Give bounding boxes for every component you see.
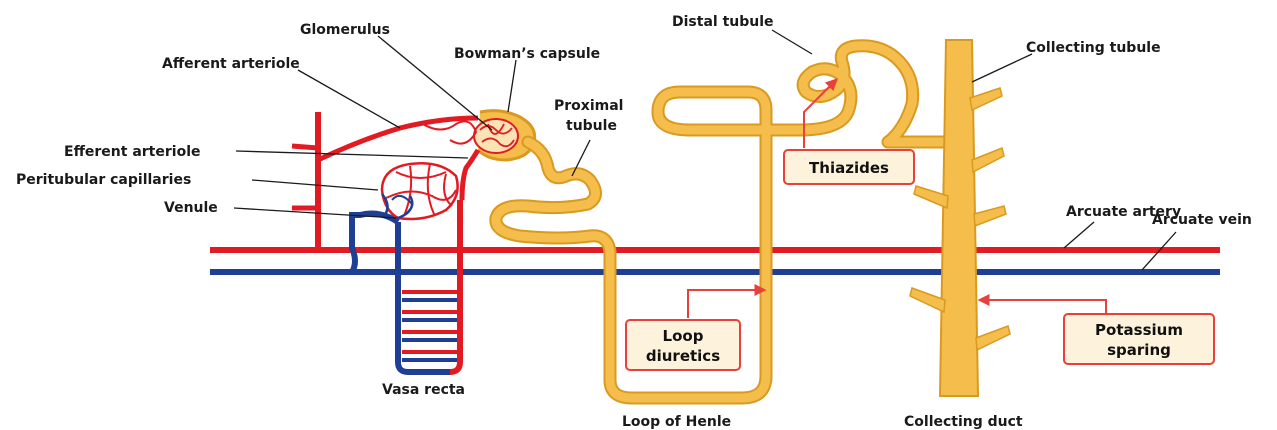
glomerulus-label: Glomerulus: [300, 22, 390, 38]
potassium-sparing-label-line2: sparing: [1107, 341, 1171, 359]
loop-diuretics-label-line2: diuretics: [646, 347, 720, 365]
leader-arcuate-artery: [1064, 222, 1094, 248]
afferent-arteriole-label: Afferent arteriole: [162, 56, 300, 72]
efferent-arteriole-label: Efferent arteriole: [64, 144, 201, 160]
potassium-sparing-label-line1: Potassium: [1095, 321, 1183, 339]
venule-label: Venule: [164, 200, 218, 216]
proximal-tubule-label-line2: tubule: [566, 118, 617, 134]
loop-diuretics-arrow: [688, 290, 764, 318]
proximal-tubule-label-line1: Proximal: [554, 98, 623, 114]
loop-diuretics-label-line1: Loop: [663, 327, 704, 345]
leader-distal-tubule: [772, 30, 812, 54]
leader-bowmans-capsule: [508, 60, 516, 112]
vasa-recta-label: Vasa recta: [382, 382, 465, 398]
collecting-tubule-label: Collecting tubule: [1026, 40, 1161, 56]
peritubular-capillaries-network: [382, 163, 458, 219]
distal-tubule-label: Distal tubule: [672, 14, 774, 30]
glomerulus-shape: [474, 119, 518, 153]
thiazides-label: Thiazides: [809, 159, 889, 177]
interlobular-artery: [292, 112, 478, 250]
potassium-sparing-arrow: [980, 300, 1106, 314]
collecting-duct-shape: [910, 40, 1010, 396]
arcuate-vein-label: Arcuate vein: [1152, 212, 1252, 228]
loop-of-henle-label: Loop of Henle: [622, 414, 731, 430]
leader-collecting-tubule: [972, 54, 1032, 82]
leader-efferent-arteriole: [236, 151, 468, 158]
vasa-recta-vessels: [352, 200, 460, 372]
collecting-duct-label: Collecting duct: [904, 414, 1023, 430]
leader-afferent-arteriole: [298, 70, 400, 128]
bowmans-capsule-label: Bowman’s capsule: [454, 46, 600, 62]
peritubular-capillaries-label: Peritubular capillaries: [16, 172, 191, 188]
